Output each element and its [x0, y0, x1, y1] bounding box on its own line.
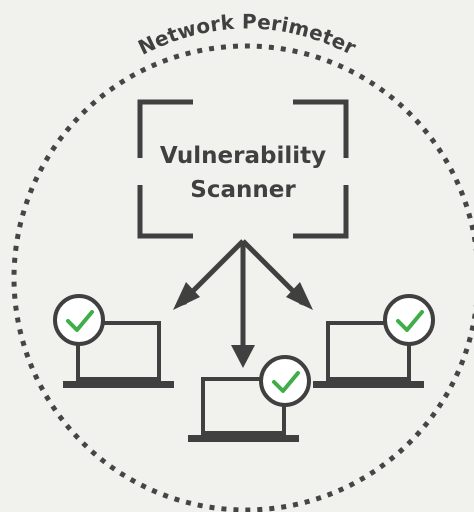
arrowhead-center: [231, 345, 255, 368]
frame-corner-bottom-right: [293, 185, 349, 239]
laptop-center-status-badge: [259, 355, 311, 407]
arrowhead-left: [173, 282, 200, 310]
scanner-label-line2: Scanner: [190, 177, 296, 203]
frame-corner-top-right: [293, 99, 349, 158]
laptop-left-icon: [53, 294, 174, 388]
scanner-frame: [137, 99, 349, 239]
checkmark-icon: [66, 310, 94, 332]
laptop-center-base: [188, 435, 299, 442]
scanner-label-line1: Vulnerability: [160, 143, 326, 169]
laptop-right-base: [313, 381, 424, 388]
laptop-right-status-badge: [383, 294, 435, 346]
perimeter-title: Network Perimeter: [134, 9, 360, 59]
scan-arrows: [176, 239, 310, 367]
frame-corner-top-left: [137, 99, 193, 158]
laptop-center-icon: [188, 355, 311, 442]
laptop-left-screen: [76, 321, 161, 381]
laptop-right-screen: [326, 321, 411, 381]
checkmark-icon: [396, 310, 424, 332]
arrowhead-right: [286, 282, 313, 310]
perimeter-title-path: Network Perimeter: [134, 9, 360, 59]
checkmark-icon: [272, 371, 300, 393]
laptop-right-icon: [313, 294, 435, 388]
laptop-left-status-badge: [53, 294, 105, 346]
laptop-left-base: [63, 381, 174, 388]
network-perimeter-boundary: [11, 43, 474, 512]
frame-corner-bottom-left: [137, 185, 193, 239]
